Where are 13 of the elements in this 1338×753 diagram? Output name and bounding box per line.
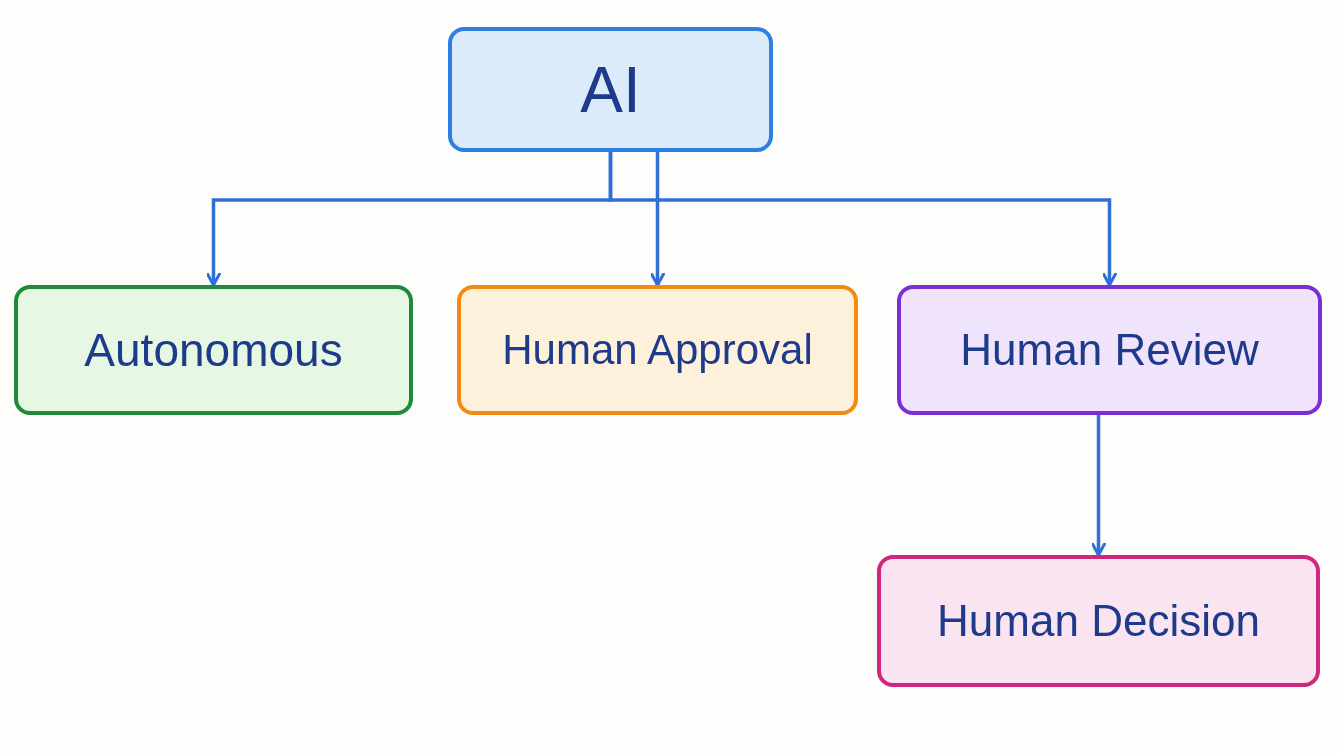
box-label: Human Review [960, 328, 1259, 372]
arrow [608, 152, 1117, 287]
process-box [14, 285, 413, 415]
process-box [877, 555, 1320, 687]
box-label: Autonomous [84, 327, 343, 373]
process-box [448, 27, 773, 152]
box-label: Human Decision [937, 599, 1260, 643]
process-box [457, 285, 858, 415]
arrow [1091, 415, 1106, 557]
arrow [650, 152, 665, 287]
box-label: AI [580, 57, 641, 122]
box-label: Human Approval [502, 329, 813, 371]
process-box [897, 285, 1322, 415]
